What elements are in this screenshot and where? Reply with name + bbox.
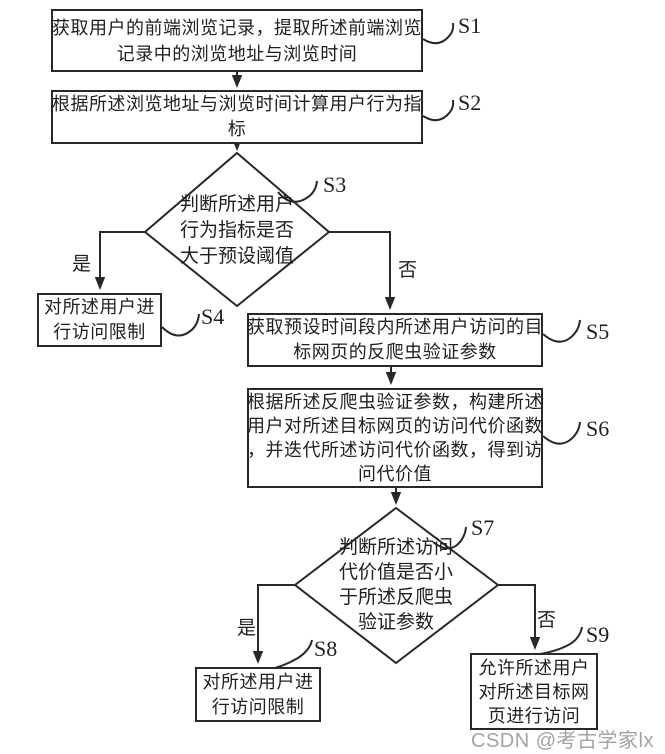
step-text-line: 对所述目标网 xyxy=(478,681,590,702)
decision-diamond-s7 xyxy=(293,506,500,665)
step-text-line: ，并迭代所述访问代价函数，得到访 xyxy=(247,440,543,460)
step-text-line: 对所述用户进 xyxy=(202,671,314,692)
step-text-line: 行访问限制 xyxy=(211,696,305,717)
step-text-line: 允许所述用户 xyxy=(478,657,590,678)
step-text-line: 标 xyxy=(227,119,247,139)
step-text-line: 判断所述访问 xyxy=(338,537,453,558)
step-text-line: 大于预设阈值 xyxy=(179,246,294,267)
arrow-s7-no-to-s9 xyxy=(498,584,541,650)
step-text-line: 判断所述用户 xyxy=(179,194,294,215)
step-box-s2: 根据所述浏览地址与浏览时间计算用户行为指 标 xyxy=(51,90,423,144)
step-text-line: 标网页的反爬虫验证参数 xyxy=(293,342,497,362)
step-label-s2: S2 xyxy=(458,90,482,115)
branch-label-no-s7: 否 xyxy=(537,610,557,631)
step-text-line: 问代价值 xyxy=(358,464,432,484)
step-text-line: 用户对所述目标网页的访问代价函数 xyxy=(247,416,543,436)
step-text-line: 验证参数 xyxy=(357,612,434,633)
step-label-s1: S1 xyxy=(458,13,482,38)
arrow-s7-yes-to-s8 xyxy=(252,584,295,664)
label-connector-s2 xyxy=(422,99,455,122)
step-text-line: 页进行访问 xyxy=(487,705,581,726)
label-connector-s6 xyxy=(542,421,581,445)
decision-diamond-s3 xyxy=(143,151,331,308)
step-box-s8: 对所述用户进 行访问限制 xyxy=(195,667,321,722)
branch-label-no-s3: 否 xyxy=(398,260,418,281)
step-text-line: 记录中的浏览地址与浏览时间 xyxy=(116,43,358,64)
step-text-line: 根据所述浏览地址与浏览时间计算用户行为指 xyxy=(52,94,422,114)
branch-label-yes-s7: 是 xyxy=(237,618,257,639)
branch-label-yes-s3: 是 xyxy=(72,254,92,275)
step-label-s8: S8 xyxy=(314,636,338,661)
decision-text-s7: 判断所述访问 代价值是否小 于所述反爬虫 验证参数 xyxy=(316,535,476,635)
step-text-line: 行访问限制 xyxy=(53,322,146,342)
step-label-s6: S6 xyxy=(586,416,610,441)
watermark: CSDN @考古学家lx xyxy=(471,730,654,752)
step-label-s4: S4 xyxy=(201,304,225,329)
label-connector-s9 xyxy=(539,626,583,655)
step-text-line: 获取用户的前端浏览记录，提取所述前端浏览 xyxy=(52,17,422,38)
label-connector-s7 xyxy=(432,526,467,550)
step-label-s9: S9 xyxy=(586,622,610,647)
arrow-s3-yes-to-s4 xyxy=(94,231,145,290)
label-connector-s3 xyxy=(277,180,318,203)
step-box-s4: 对所述用户进 行访问限制 xyxy=(37,293,162,347)
step-box-s9: 允许所述用户 对所述目标网 页进行访问 xyxy=(470,653,598,730)
step-box-s6: 根据所述反爬虫验证参数，构建所述 用户对所述目标网页的访问代价函数 ，并迭代所述… xyxy=(247,388,543,488)
step-label-s5: S5 xyxy=(586,319,610,344)
step-label-s3: S3 xyxy=(323,172,347,197)
decision-text-s3: 判断所述用户 行为指标是否 大于预设阈值 xyxy=(157,191,317,271)
step-text-line: 于所述反爬虫 xyxy=(338,587,453,608)
step-text-line: 获取预设时间段内所述用户访问的目 xyxy=(247,317,543,337)
arrow-s3-no-to-s5 xyxy=(329,231,396,310)
step-label-s7: S7 xyxy=(471,515,495,540)
step-text-line: 代价值是否小 xyxy=(338,562,453,583)
step-text-line: 对所述用户进 xyxy=(44,297,155,317)
label-connector-s5 xyxy=(542,319,581,343)
step-box-s5: 获取预设时间段内所述用户访问的目 标网页的反爬虫验证参数 xyxy=(247,313,543,367)
step-box-s1: 获取用户的前端浏览记录，提取所述前端浏览 记录中的浏览地址与浏览时间 xyxy=(51,9,423,72)
step-text-line: 行为指标是否 xyxy=(179,220,294,241)
label-connector-s1 xyxy=(422,22,455,45)
label-connector-s4 xyxy=(161,313,200,337)
step-text-line: 根据所述反爬虫验证参数，构建所述 xyxy=(247,392,543,412)
